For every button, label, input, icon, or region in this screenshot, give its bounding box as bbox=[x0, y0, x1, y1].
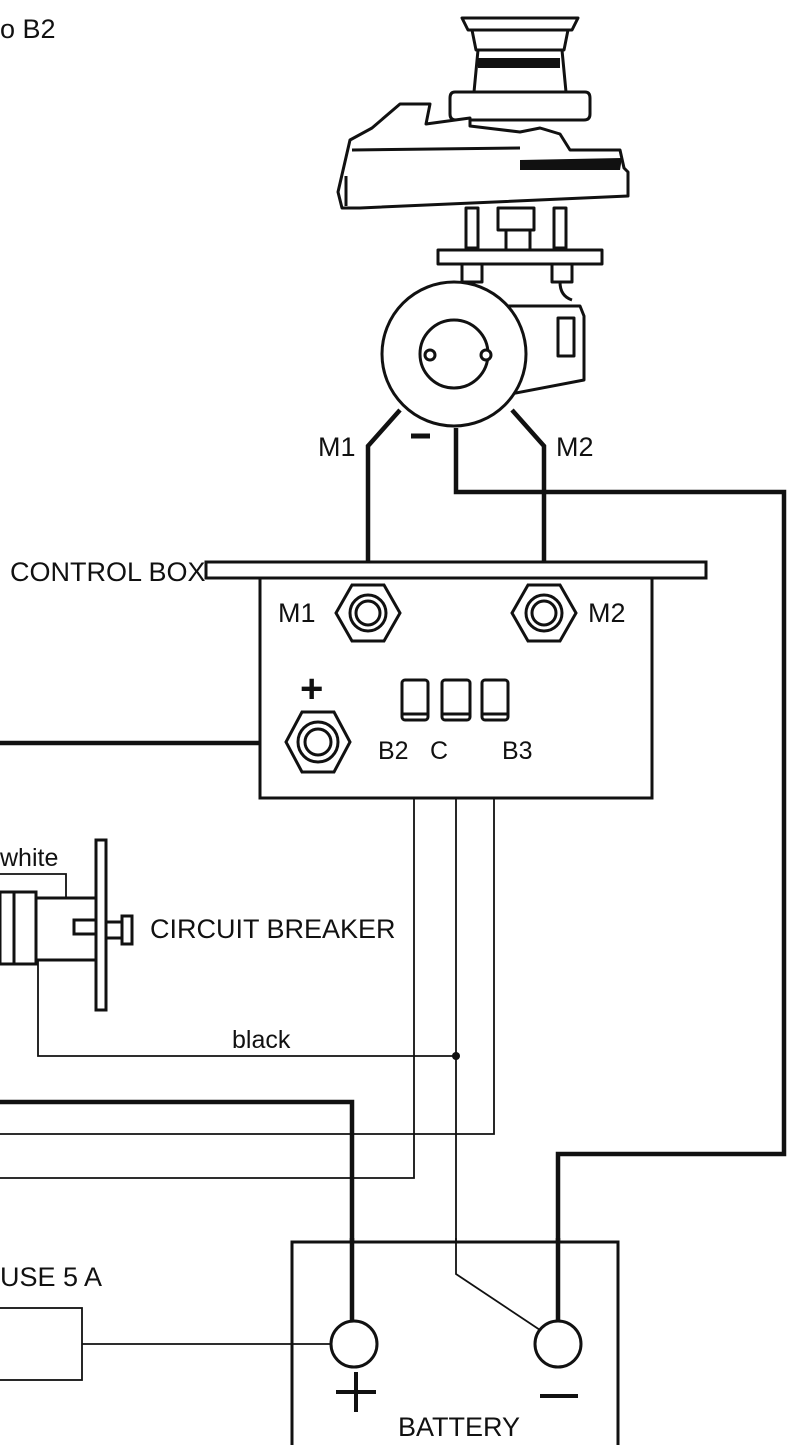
label-b2: B2 bbox=[378, 737, 409, 765]
terminal-plus bbox=[284, 710, 352, 774]
label-m2-terminal: M2 bbox=[588, 598, 626, 628]
label-circuit-breaker: CIRCUIT BREAKER bbox=[150, 914, 396, 944]
battery-signs bbox=[336, 1372, 578, 1412]
label-fuse: USE 5 A bbox=[0, 1262, 102, 1292]
label-to-b2: o B2 bbox=[0, 14, 56, 44]
windlass-drawing bbox=[336, 16, 630, 428]
terminal-m2 bbox=[510, 583, 578, 643]
control-terminals bbox=[400, 678, 510, 722]
label-c: C bbox=[430, 737, 448, 765]
battery bbox=[290, 1240, 620, 1445]
label-m1-terminal: M1 bbox=[278, 598, 316, 628]
label-control-box: CONTROL BOX bbox=[10, 557, 206, 587]
terminal-m1 bbox=[334, 583, 402, 643]
circuit-breaker bbox=[0, 838, 134, 1012]
terminal-b2 bbox=[400, 678, 430, 722]
label-b3: B3 bbox=[502, 737, 533, 765]
battery-plus-post bbox=[329, 1319, 379, 1369]
label-plus-terminal: + bbox=[300, 667, 323, 711]
terminal-b3 bbox=[480, 678, 510, 722]
wires-heavy bbox=[0, 408, 787, 1322]
label-battery: BATTERY bbox=[398, 1412, 520, 1442]
label-m1-wire: M1 bbox=[318, 432, 356, 462]
junction-dot bbox=[452, 1052, 460, 1060]
label-black: black bbox=[232, 1026, 291, 1054]
fuse bbox=[0, 1307, 83, 1381]
battery-minus-post bbox=[533, 1319, 583, 1369]
terminal-c bbox=[440, 678, 472, 722]
label-m2-wire: M2 bbox=[556, 432, 594, 462]
label-white: white bbox=[0, 844, 58, 872]
